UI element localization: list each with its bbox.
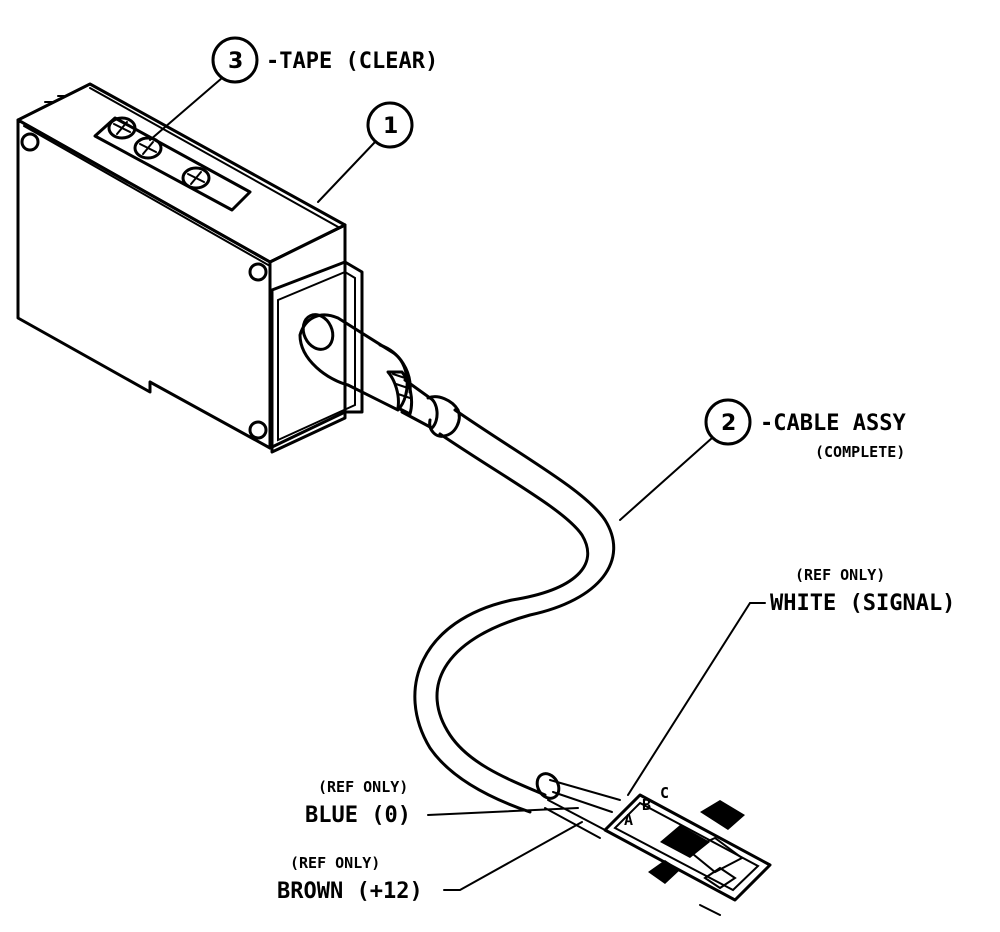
blue-wire-text: BLUE (0) bbox=[305, 803, 411, 828]
adjust-screw-icon bbox=[181, 166, 211, 190]
leader-line bbox=[149, 77, 223, 141]
balloon-3 bbox=[211, 36, 259, 84]
callout-tape-text: -TAPE (CLEAR) bbox=[266, 49, 438, 74]
callout-tape[interactable]: 3 -TAPE (CLEAR) bbox=[149, 36, 438, 141]
cable-connector bbox=[298, 313, 461, 438]
mounting-hole bbox=[248, 262, 268, 282]
balloon-number-2: 2 bbox=[721, 411, 736, 436]
mounting-hole bbox=[20, 132, 40, 152]
wire-connector: A B C bbox=[603, 784, 772, 916]
connector-pin-a: A bbox=[624, 811, 633, 829]
label-white-wire[interactable]: (REF ONLY) WHITE (SIGNAL) bbox=[627, 566, 955, 796]
label-blue-wire[interactable]: (REF ONLY) BLUE (0) bbox=[305, 778, 579, 828]
blue-ref-text: (REF ONLY) bbox=[318, 778, 408, 796]
leader-line bbox=[619, 437, 713, 521]
white-wire-text: WHITE (SIGNAL) bbox=[770, 591, 955, 616]
callout-cable-text: -CABLE ASSY bbox=[760, 411, 906, 436]
connector-pin-b: B bbox=[642, 796, 651, 814]
cable bbox=[413, 408, 616, 814]
brown-ref-text: (REF ONLY) bbox=[290, 854, 380, 872]
leader-line bbox=[627, 602, 766, 796]
leader-line bbox=[443, 821, 583, 891]
mounting-hole bbox=[248, 420, 268, 440]
adjust-screw-icon bbox=[133, 136, 163, 160]
balloon-2 bbox=[704, 398, 752, 446]
callout-cable-subtext: (COMPLETE) bbox=[815, 443, 905, 461]
balloon-number-1: 1 bbox=[383, 114, 398, 139]
adjust-screw-icon bbox=[107, 116, 137, 140]
white-ref-text: (REF ONLY) bbox=[795, 566, 885, 584]
brown-wire-text: BROWN (+12) bbox=[277, 879, 423, 904]
leader-line bbox=[427, 807, 579, 816]
balloon-number-3: 3 bbox=[228, 49, 243, 74]
sensor-body bbox=[16, 82, 364, 454]
balloon-1 bbox=[366, 101, 414, 149]
connector-pin-c: C bbox=[660, 784, 669, 802]
wire-leads bbox=[544, 779, 621, 839]
label-brown-wire[interactable]: (REF ONLY) BROWN (+12) bbox=[277, 821, 583, 904]
callout-sensor[interactable]: 1 bbox=[317, 101, 414, 203]
leader-line bbox=[317, 141, 376, 203]
tape-label bbox=[93, 116, 252, 212]
callout-cable[interactable]: 2 -CABLE ASSY (COMPLETE) bbox=[619, 398, 906, 521]
